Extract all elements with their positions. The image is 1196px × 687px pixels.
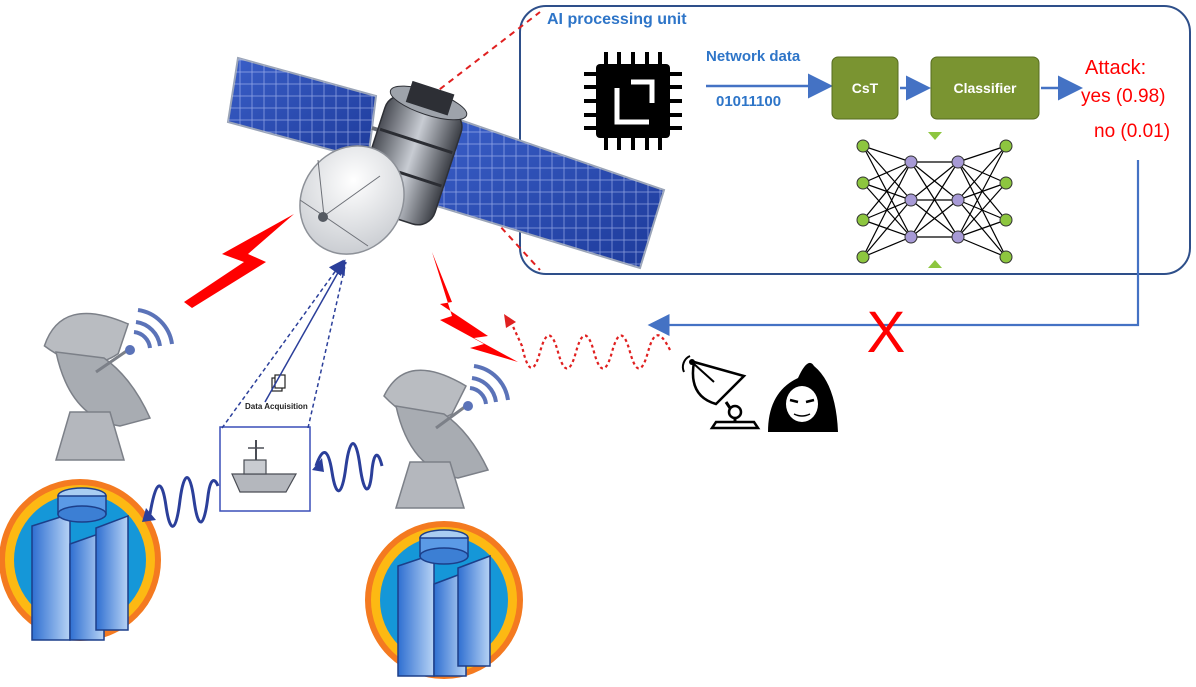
lightning-icon — [184, 214, 294, 308]
hacker-icon — [768, 362, 838, 432]
classifier-label: Classifier — [953, 80, 1017, 96]
nn-edge — [957, 236, 1007, 258]
nn-node — [856, 176, 870, 190]
jamming-signal — [509, 319, 671, 370]
nn-edge — [862, 236, 912, 258]
satellite-dish-icon — [43, 308, 174, 461]
uplink-right — [307, 261, 347, 429]
nn-node — [999, 213, 1013, 227]
classifier-box — [930, 56, 1040, 120]
nn-edge — [910, 199, 959, 238]
data-center-icon — [365, 521, 523, 679]
attack-no-score: no (0.01) — [1094, 121, 1171, 142]
nn-node — [951, 193, 965, 207]
network-data-bits: 01011100 — [716, 93, 782, 110]
nn-edge — [862, 161, 912, 221]
nn-node — [904, 155, 918, 169]
nn-node — [904, 193, 918, 207]
cst-box — [831, 56, 899, 120]
neural-network-icon — [856, 132, 1013, 268]
nn-edge — [862, 161, 912, 258]
nn-node — [856, 139, 870, 153]
data-center-icon — [0, 479, 161, 641]
nn-edge — [957, 182, 1007, 238]
nn-edge — [910, 161, 959, 238]
nn-edge — [862, 145, 912, 163]
nn-edge — [910, 161, 959, 201]
satellite-icon — [226, 56, 666, 270]
uplink-left — [221, 259, 344, 429]
lightning-icon — [432, 252, 518, 362]
nn-node — [951, 230, 965, 244]
nn-edge — [862, 161, 912, 184]
nn-node — [951, 155, 965, 169]
nn-node — [856, 250, 870, 264]
nn-node — [999, 250, 1013, 264]
nn-edge — [957, 219, 1007, 238]
nn-edge — [957, 145, 1007, 163]
attack-label: Attack: — [1085, 57, 1147, 79]
satellite-dish-icon — [383, 364, 510, 509]
nn-node — [856, 213, 870, 227]
cst-label: CsT — [851, 80, 879, 96]
coil-signal-right — [314, 442, 384, 493]
ship-icon — [231, 440, 298, 493]
nn-edge — [957, 145, 1007, 201]
ai-unit-title: AI processing unit — [547, 11, 687, 28]
nn-node — [904, 230, 918, 244]
feedback-line — [647, 160, 1140, 336]
chip-icon — [584, 52, 682, 150]
nn-node — [999, 176, 1013, 190]
attack-yes-score: yes (0.98) — [1081, 86, 1166, 107]
nn-edge — [862, 199, 912, 258]
network-data-label: Network data — [706, 48, 801, 65]
data-acquisition-label: Data Acquisition — [245, 402, 308, 411]
coil-signal-left — [148, 476, 220, 528]
nn-edge — [957, 145, 1007, 238]
blocked-mark: X — [867, 300, 906, 365]
nn-node — [999, 139, 1013, 153]
satellite-dish-icon — [681, 355, 761, 430]
uplink-center — [264, 259, 346, 403]
